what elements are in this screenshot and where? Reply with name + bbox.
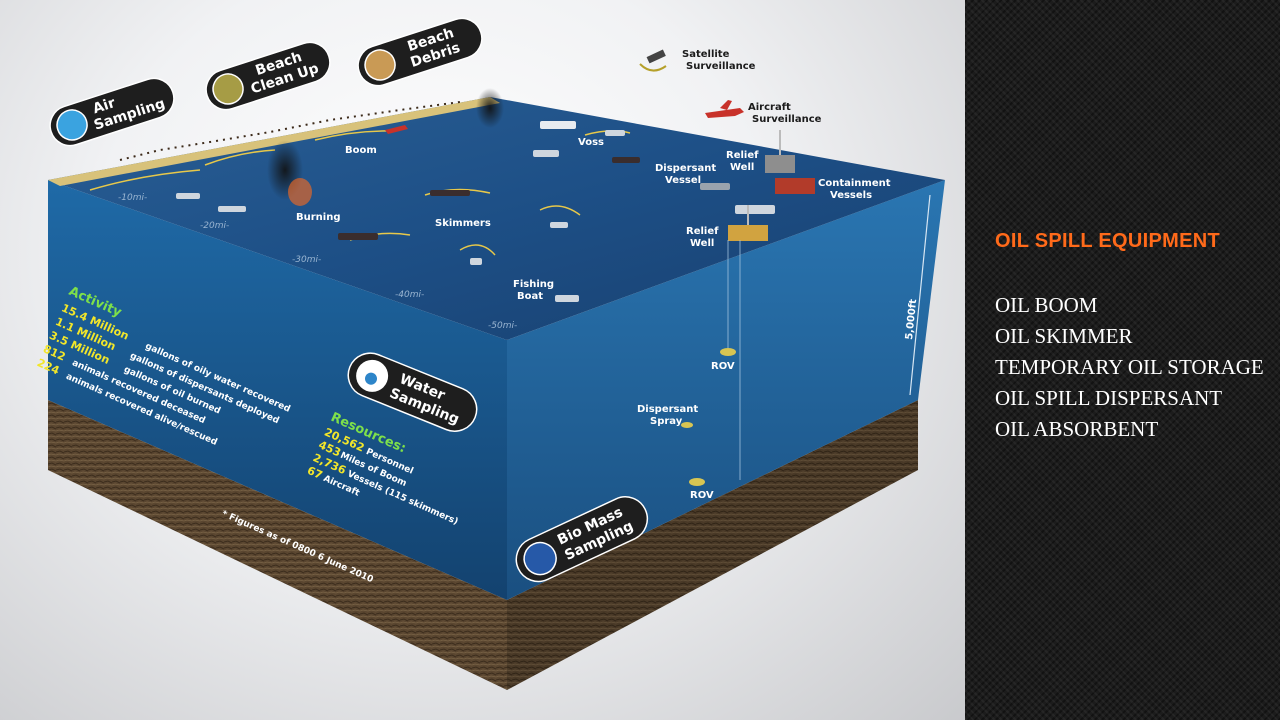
label-relief-well-1b: Well <box>730 162 754 173</box>
equipment-item-temporary-storage: TEMPORARY OIL STORAGE <box>995 355 1264 379</box>
depth-label: 5,000ft <box>904 298 919 340</box>
label-satellite-1: Satellite <box>682 49 730 60</box>
mile-20: -20mi- <box>200 221 229 231</box>
pill-biomass-sampling: Bio Mass Sampling <box>515 496 649 583</box>
diagram-svg: 5,000ft <box>35 17 945 690</box>
label-fishing-boat-2: Boat <box>517 291 543 302</box>
label-boom: Boom <box>345 145 377 156</box>
label-aircraft-2: Surveillance <box>752 114 822 125</box>
water-left-face <box>48 180 507 600</box>
label-relief-well-2b: Well <box>690 238 714 249</box>
pill-beach-clean-up: Beach Clean Up <box>205 41 331 111</box>
aircraft-icon <box>705 100 744 118</box>
label-satellite-2: Surveillance <box>686 61 756 72</box>
equipment-item-absorbent: OIL ABSORBENT <box>995 417 1159 441</box>
label-dispersant-spray-2: Spray <box>650 416 683 427</box>
equipment-item-dispersant: OIL SPILL DISPERSANT <box>995 386 1223 410</box>
pill-air-sampling: Air Sampling <box>49 77 175 147</box>
pill-beach-debris: Beach Debris <box>357 17 483 87</box>
smoke-plumes <box>267 88 504 206</box>
cloud-icon <box>56 109 88 141</box>
mile-40: -40mi- <box>395 290 424 300</box>
label-containment-1: Containment <box>818 178 891 189</box>
fish-icon <box>523 541 557 576</box>
svg-text:67: 67 <box>305 464 324 482</box>
depth-line <box>909 194 931 396</box>
equipment-list: OIL BOOM OIL SKIMMER TEMPORARY OIL STORA… <box>995 290 1264 445</box>
vessels <box>176 121 775 302</box>
mile-10: -10mi- <box>118 193 147 203</box>
rov-icons <box>681 240 741 486</box>
soil-right-face <box>507 400 918 690</box>
soil-shade <box>507 400 918 690</box>
mile-50: -50mi- <box>488 321 517 331</box>
label-containment-2: Vessels <box>830 190 872 201</box>
label-dispersant-spray-1: Dispersant <box>637 404 698 415</box>
oil-spill-diagram: 5,000ft <box>0 0 965 720</box>
label-aircraft-1: Aircraft <box>748 102 791 113</box>
label-dispersant-vessel-2: Vessel <box>665 175 701 186</box>
beach-strip <box>48 97 500 186</box>
label-relief-well-2a: Relief <box>686 226 719 237</box>
label-skimmers: Skimmers <box>435 218 491 229</box>
drilling-rigs <box>728 130 815 241</box>
label-relief-well-1a: Relief <box>726 150 759 161</box>
water-right-face <box>507 180 945 600</box>
svg-text:Air: Air <box>91 95 117 117</box>
small-aircraft-icon <box>385 125 408 134</box>
debris-icon <box>364 49 396 81</box>
label-rov-top: ROV <box>711 361 735 372</box>
label-fishing-boat-1: Fishing <box>513 279 554 290</box>
equipment-item-oil-boom: OIL BOOM <box>995 293 1098 317</box>
equipment-panel: OIL SPILL EQUIPMENT OIL BOOM OIL SKIMMER… <box>965 0 1280 720</box>
label-dispersant-vessel-1: Dispersant <box>655 163 716 174</box>
panel-title: OIL SPILL EQUIPMENT <box>995 230 1220 252</box>
trash-can-icon <box>212 73 244 105</box>
soil-left-face <box>48 400 507 690</box>
pill-water-sampling: Water Sampling <box>347 352 478 432</box>
label-voss: Voss <box>578 137 604 148</box>
mile-30: -30mi- <box>292 255 321 265</box>
equipment-item-oil-skimmer: OIL SKIMMER <box>995 324 1133 348</box>
label-burning: Burning <box>296 212 341 223</box>
satellite-icon <box>639 49 667 72</box>
label-rov-bottom: ROV <box>690 490 714 501</box>
